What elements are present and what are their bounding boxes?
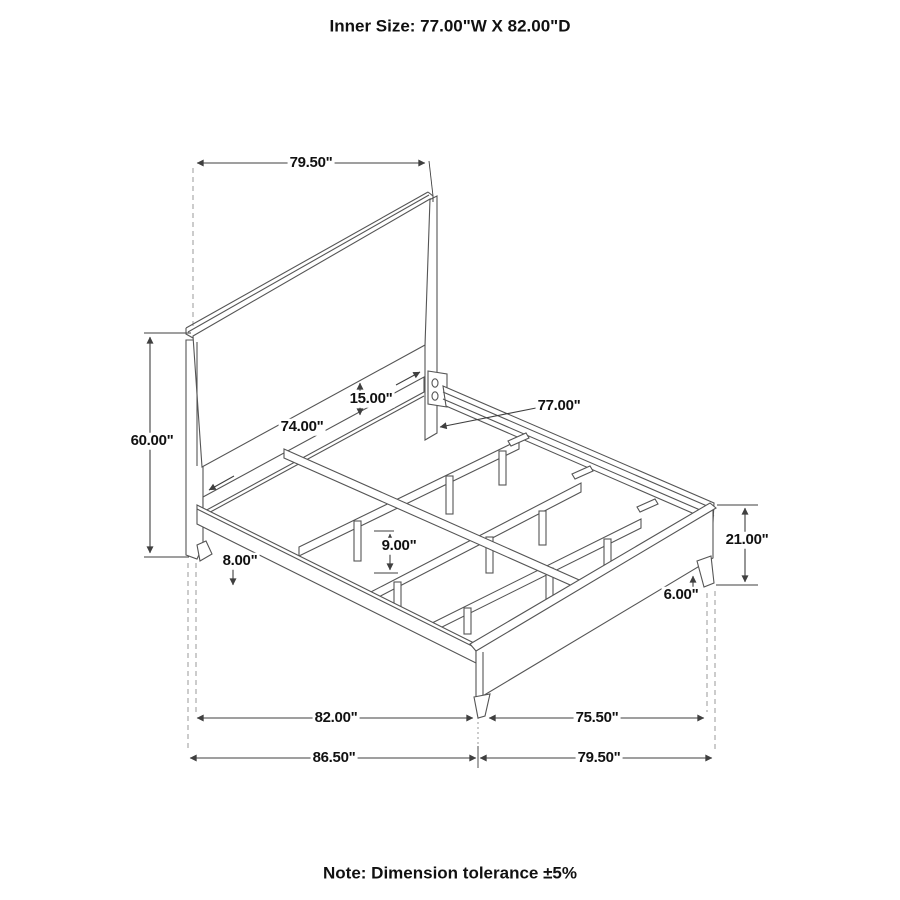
bracket-hole <box>431 378 439 388</box>
dim-label-inner-depth: 82.00" <box>312 708 360 727</box>
dim-label-headboard-width: 79.50" <box>287 153 335 172</box>
dim-rail-length-arrow-right <box>395 371 421 386</box>
dim-label-headboard-height: 60.00" <box>128 431 176 450</box>
headboard-lower-rail <box>202 376 425 513</box>
headboard <box>185 191 448 562</box>
dim-label-panel-gap: 15.00" <box>347 389 395 408</box>
headboard-left-foot <box>196 540 213 562</box>
dim-label-overall-depth: 86.50" <box>310 748 358 767</box>
dim-inner-width-leader <box>439 407 537 430</box>
footboard-top-cap <box>469 502 717 652</box>
extension-lines <box>144 160 758 768</box>
footboard-rear-leg <box>696 555 715 588</box>
dim-rail-length-arrow-left <box>208 475 235 491</box>
footboard-front-leg <box>473 693 491 719</box>
slat-support-legs <box>353 450 612 635</box>
dim-label-foot-leg: 6.00" <box>661 585 701 604</box>
tolerance-note: Note: Dimension tolerance ±5% <box>321 863 579 884</box>
dim-label-footboard-height: 21.00" <box>723 530 771 549</box>
headboard-top-cap <box>185 191 434 339</box>
dim-label-slat-leg: 9.00" <box>379 536 419 555</box>
footboard-panel <box>475 507 714 701</box>
footboard <box>469 502 717 719</box>
dim-label-rail-clearance: 8.00" <box>220 551 260 570</box>
headboard-panel <box>192 198 431 468</box>
slat-end-blocks <box>507 432 659 513</box>
dim-label-inner-width: 77.00" <box>535 396 583 415</box>
dimension-lines <box>146 159 749 762</box>
dim-label-rail-length: 74.00" <box>278 417 326 436</box>
bracket-hole <box>431 391 439 401</box>
dim-label-footboard-span: 75.50" <box>573 708 621 727</box>
inner-size-title: Inner Size: 77.00"W X 82.00"D <box>327 16 573 37</box>
dim-label-footboard-width: 79.50" <box>575 748 623 767</box>
